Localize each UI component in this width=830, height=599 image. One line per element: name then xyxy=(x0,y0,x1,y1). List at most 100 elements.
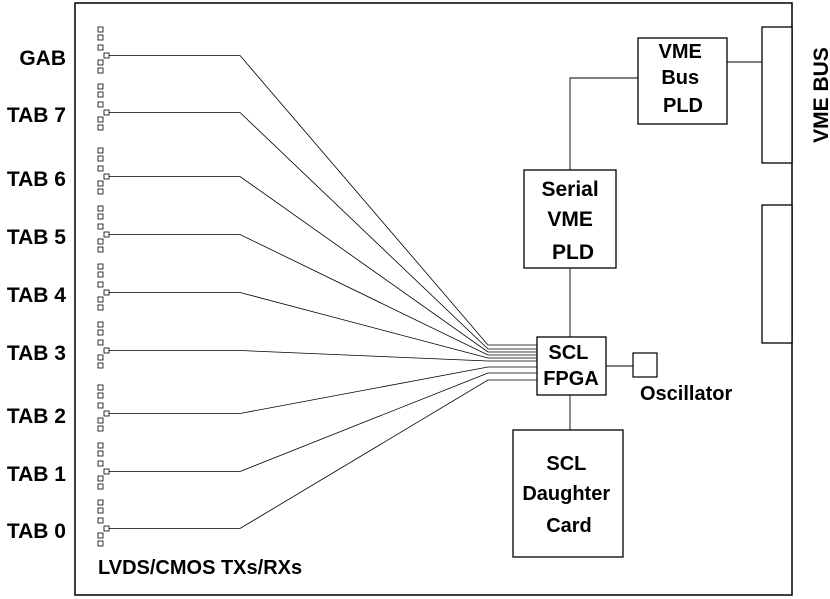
transceiver-pin xyxy=(97,124,104,131)
transceiver-pin xyxy=(97,155,104,162)
transceiver-pin xyxy=(97,384,104,391)
serial-vme-pld-line-1: Serial xyxy=(541,178,598,201)
scl-fpga-line-2: FPGA xyxy=(543,368,599,390)
oscillator-box xyxy=(632,352,658,378)
transceiver-pin xyxy=(97,532,104,539)
vme-bus-pld-box xyxy=(637,37,728,125)
scl-daughter-card-line-1: SCL xyxy=(546,453,586,475)
transceiver-pin xyxy=(97,91,104,98)
transceiver-pin xyxy=(97,517,104,524)
signal-line xyxy=(109,372,537,472)
svg-text:VME Bus PLD: VME Bus PLD xyxy=(659,41,708,117)
transceiver-pin xyxy=(97,223,104,230)
channel-label: TAB 4 xyxy=(7,284,66,307)
channel-label: GAB xyxy=(19,47,66,70)
channel-group: GAB TAB 7 TAB 6 TAB 5 TAB 4 TAB 3 TAB 2 TAB 1 TA… xyxy=(7,26,537,547)
transceiver-pin xyxy=(97,417,104,424)
transceiver-pin xyxy=(97,442,104,449)
transceiver-pin xyxy=(97,165,104,172)
transceiver-pin xyxy=(97,507,104,514)
vme-bus-pld-link xyxy=(569,77,638,170)
channel-label: TAB 6 xyxy=(7,168,66,191)
transceiver-pin xyxy=(103,347,110,354)
scl-daughter-card-line-3: Card xyxy=(546,515,592,537)
transceiver-pin xyxy=(97,116,104,123)
signal-line xyxy=(109,112,537,350)
transceiver-pin xyxy=(97,392,104,399)
transceiver-pin xyxy=(97,188,104,195)
signal-line xyxy=(109,350,537,362)
transceiver-pin xyxy=(97,263,104,270)
transceiver-pin xyxy=(97,450,104,457)
transceivers-label: LVDS/CMOS TXs/RXs xyxy=(98,557,302,579)
transceiver-pin xyxy=(103,52,110,59)
signal-line xyxy=(109,176,537,353)
scl-fpga-line-1: SCL xyxy=(548,342,588,364)
transceiver-pin xyxy=(97,540,104,547)
transceiver-pin xyxy=(97,238,104,245)
channel-label: TAB 3 xyxy=(7,342,66,365)
transceiver-pin xyxy=(97,304,104,311)
transceiver-pin xyxy=(97,205,104,212)
transceiver-pin xyxy=(103,525,110,532)
vme-bus-pld-line-1: VME xyxy=(659,41,702,63)
channel-label: TAB 0 xyxy=(7,520,66,543)
transceiver-pin xyxy=(97,147,104,154)
transceiver-pin xyxy=(97,246,104,253)
vme-bus-label: VME BUS xyxy=(810,47,830,143)
transceiver-pin xyxy=(97,339,104,346)
vme-bus-pld-line-3: PLD xyxy=(663,95,703,117)
vme-bus-pld-line-2: Bus xyxy=(661,67,699,89)
serial-vme-pld-line-3: PLD xyxy=(552,241,594,264)
svg-text:SCL Daughter Card: SCL Daughter Card xyxy=(522,453,615,537)
transceiver-pin xyxy=(97,483,104,490)
svg-text:Serial VME PLD: Serial VME PLD xyxy=(541,178,604,264)
scl-daughter-card-box xyxy=(512,429,624,558)
transceiver-pin xyxy=(97,362,104,369)
oscillator-label: Oscillator xyxy=(640,383,732,405)
transceiver-pin xyxy=(97,354,104,361)
transceiver-pin xyxy=(97,180,104,187)
transceiver-pin xyxy=(97,281,104,288)
transceiver-pin xyxy=(97,271,104,278)
transceiver-pin xyxy=(97,83,104,90)
scl-fpga-box xyxy=(536,336,607,396)
vme-connector-lower xyxy=(761,204,793,344)
channel-label: TAB 7 xyxy=(7,104,66,127)
transceiver-pin xyxy=(97,321,104,328)
transceiver-pin xyxy=(97,460,104,467)
channel-label: TAB 2 xyxy=(7,405,66,428)
transceiver-pin xyxy=(97,34,104,41)
transceiver-pin xyxy=(103,468,110,475)
transceiver-pin xyxy=(97,101,104,108)
transceiver-pin xyxy=(103,173,110,180)
channel-label: TAB 1 xyxy=(7,463,66,486)
transceiver-pin xyxy=(97,296,104,303)
signal-line xyxy=(109,366,537,414)
transceiver-pin xyxy=(97,59,104,66)
signal-line xyxy=(109,292,537,359)
scl-daughter-card-line-2: Daughter xyxy=(522,483,610,505)
transceiver-pin xyxy=(97,213,104,220)
signal-line xyxy=(109,234,537,356)
channel-label: TAB 5 xyxy=(7,226,66,249)
signal-line xyxy=(109,379,537,529)
signal-line xyxy=(109,55,537,346)
transceiver-pin xyxy=(103,109,110,116)
transceiver-pin xyxy=(97,67,104,74)
vme-connector-upper xyxy=(761,26,793,164)
transceiver-pin xyxy=(103,289,110,296)
transceiver-pin xyxy=(97,402,104,409)
transceiver-pin xyxy=(97,425,104,432)
serial-vme-pld-line-2: VME xyxy=(547,208,593,231)
svg-text:SCL FPGA: SCL FPGA xyxy=(543,342,599,390)
transceiver-pin xyxy=(97,44,104,51)
transceiver-pin xyxy=(103,231,110,238)
transceiver-pin xyxy=(97,499,104,506)
transceiver-pin xyxy=(103,410,110,417)
transceiver-pin xyxy=(97,329,104,336)
serial-vme-pld-box xyxy=(523,169,617,269)
transceiver-pin xyxy=(97,475,104,482)
transceiver-pin xyxy=(97,26,104,33)
